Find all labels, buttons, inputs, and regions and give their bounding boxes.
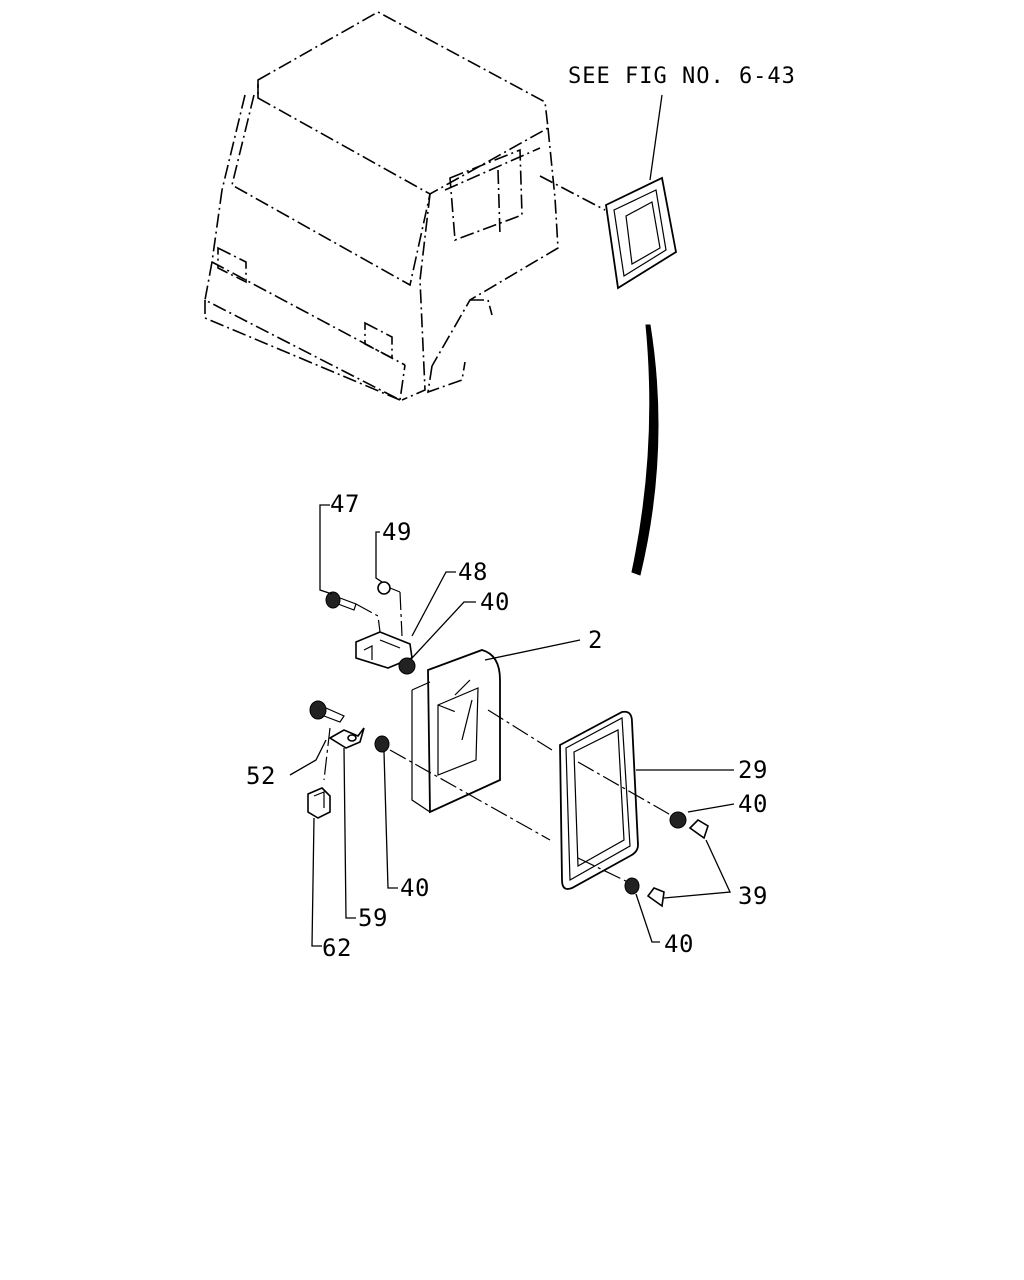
callout-40-lower: 40: [400, 874, 430, 902]
cap-39-top-icon: [688, 818, 709, 840]
callout-62: 62: [322, 934, 352, 962]
callout-48: 48: [458, 558, 488, 586]
centerline-lower-hinge: [389, 749, 551, 841]
callout-40-upper: 40: [480, 588, 510, 616]
callout-52: 52: [246, 762, 276, 790]
cap-39-bottom-icon: [646, 887, 665, 908]
see-fig-reference-label: SEE FIG NO. 6-43: [568, 64, 796, 89]
nut-40-right-bottom-icon: [624, 877, 640, 895]
callout-labels: 47 49 48 40 2 29 40 39 40 52 40 59 62: [246, 490, 768, 962]
centerline-glass-left: [437, 704, 457, 713]
frame-fasteners: [624, 811, 709, 908]
callout-59: 59: [358, 904, 388, 932]
truck-cab-outline: [204, 11, 606, 402]
bolt-47-icon: [325, 591, 341, 609]
nut-40-upper-icon: [398, 657, 416, 675]
rear-window-reference: [605, 94, 677, 290]
bracket-59-icon: [328, 727, 365, 749]
clip-62-icon: [307, 787, 331, 819]
lower-hinge-group: [307, 700, 390, 819]
callout-47: 47: [330, 490, 360, 518]
assembly-arrow: [631, 324, 659, 576]
centerline-glass-frame-top: [487, 709, 553, 751]
upper-hinge-group: [325, 581, 416, 675]
callout-29: 29: [738, 756, 768, 784]
callout-39: 39: [738, 882, 768, 910]
nut-40-right-top-icon: [669, 811, 687, 829]
side-glass-2: [411, 649, 501, 814]
callout-49: 49: [382, 518, 412, 546]
centerline-frame-right-top: [577, 761, 677, 819]
centerline-frame-right-bottom: [577, 857, 633, 885]
bolt-52-icon: [309, 700, 327, 720]
nut-40-lower-icon: [374, 735, 390, 753]
leader-lines: [289, 504, 735, 947]
screw-49-icon: [377, 581, 391, 595]
callout-2: 2: [588, 626, 603, 654]
callout-40-right-top: 40: [738, 790, 768, 818]
weatherstrip-29: [559, 710, 639, 890]
callout-40-right-bottom: 40: [664, 930, 694, 958]
